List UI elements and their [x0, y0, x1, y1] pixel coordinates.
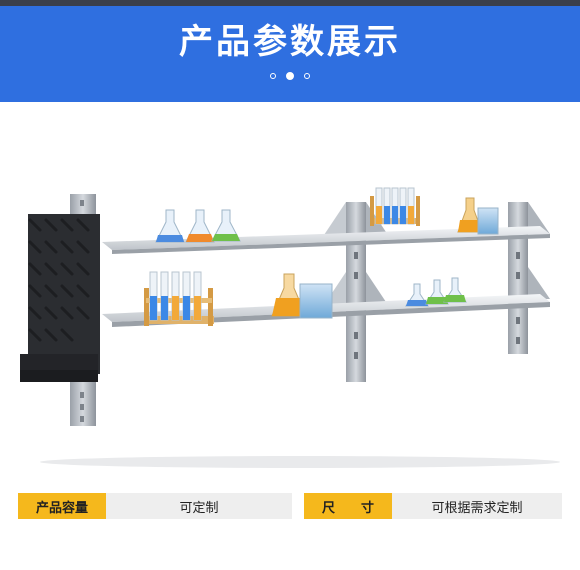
spec-value-capacity: 可定制 — [106, 493, 292, 519]
top-strip — [0, 0, 580, 6]
pager-dot-active[interactable] — [286, 72, 294, 80]
banner: 产品参数展示 — [0, 6, 580, 102]
pager-dot[interactable] — [270, 73, 276, 79]
lower-items — [144, 271, 467, 326]
product-image — [20, 187, 560, 468]
spec-label-capacity: 产品容量 — [18, 493, 106, 519]
floor-shadow — [40, 456, 560, 468]
shelf-uprights — [322, 202, 550, 382]
pager-dot[interactable] — [304, 73, 310, 79]
spec-table: 产品容量 可定制 尺 寸 可根据需求定制 — [18, 493, 562, 519]
pegboard-rack — [20, 194, 100, 426]
pager-dots — [270, 72, 310, 80]
banner-title: 产品参数展示 — [179, 22, 401, 62]
upper-flasks — [155, 187, 499, 243]
spec-label-size: 尺 寸 — [304, 493, 392, 519]
spec-value-size: 可根据需求定制 — [392, 493, 562, 519]
